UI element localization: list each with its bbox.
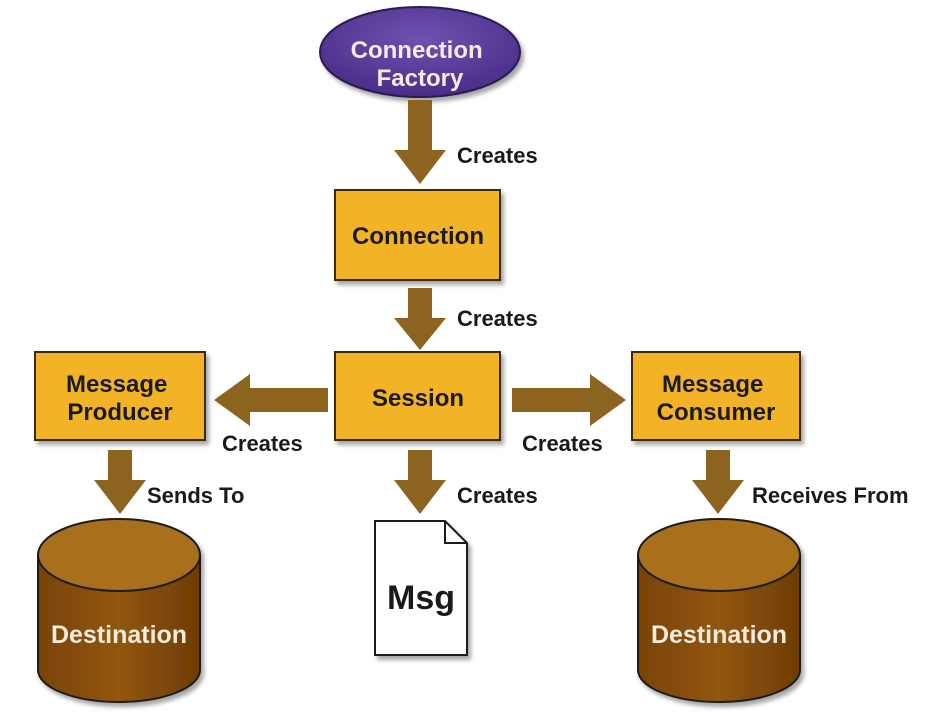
arrow-factory-connection (394, 100, 446, 184)
edge-label-sends-to: Sends To (147, 483, 244, 508)
svg-text:Message Producer: Message Producer (66, 371, 174, 426)
connection-label: Connection (352, 223, 484, 250)
connection-factory-node: Connection Factory (319, 6, 521, 98)
arrow-producer-destination (94, 450, 146, 514)
svg-text:Message Consumer: Message Consumer (657, 371, 776, 426)
connection-node: Connection (334, 189, 501, 281)
msg-document-node: Msg (374, 520, 468, 656)
destination-right-node: Destination (637, 518, 801, 703)
edge-label-session-producer: Creates (222, 431, 303, 456)
arrow-session-msg (394, 450, 446, 514)
arrows (94, 100, 744, 514)
message-consumer-node: Message Consumer (631, 351, 801, 441)
edge-label-receives-from: Receives From (752, 483, 909, 508)
edge-label-connection-session: Creates (457, 306, 538, 331)
destination-right-label: Destination (651, 621, 787, 649)
arrow-session-producer (214, 374, 328, 426)
session-node: Session (334, 351, 501, 441)
producer-label-line2: Producer (67, 399, 172, 426)
arrow-connection-session (394, 288, 446, 350)
factory-label-line1: Connection (351, 37, 483, 64)
message-producer-node: Message Producer (34, 351, 206, 441)
msg-label: Msg (387, 579, 455, 617)
session-label: Session (372, 385, 464, 412)
producer-label-line1: Message (66, 371, 167, 398)
svg-text:Connection Factory: Connection Factory (351, 37, 490, 92)
consumer-label-line1: Message (662, 371, 763, 398)
factory-label-line2: Factory (377, 65, 464, 92)
edge-label-factory-connection: Creates (457, 143, 538, 168)
destination-left-node: Destination (37, 518, 201, 703)
arrow-session-consumer (512, 374, 626, 426)
edge-label-session-msg: Creates (457, 483, 538, 508)
consumer-label-line2: Consumer (657, 399, 776, 426)
edge-label-session-consumer: Creates (522, 431, 603, 456)
arrow-consumer-destination (692, 450, 744, 514)
destination-left-label: Destination (51, 621, 187, 649)
